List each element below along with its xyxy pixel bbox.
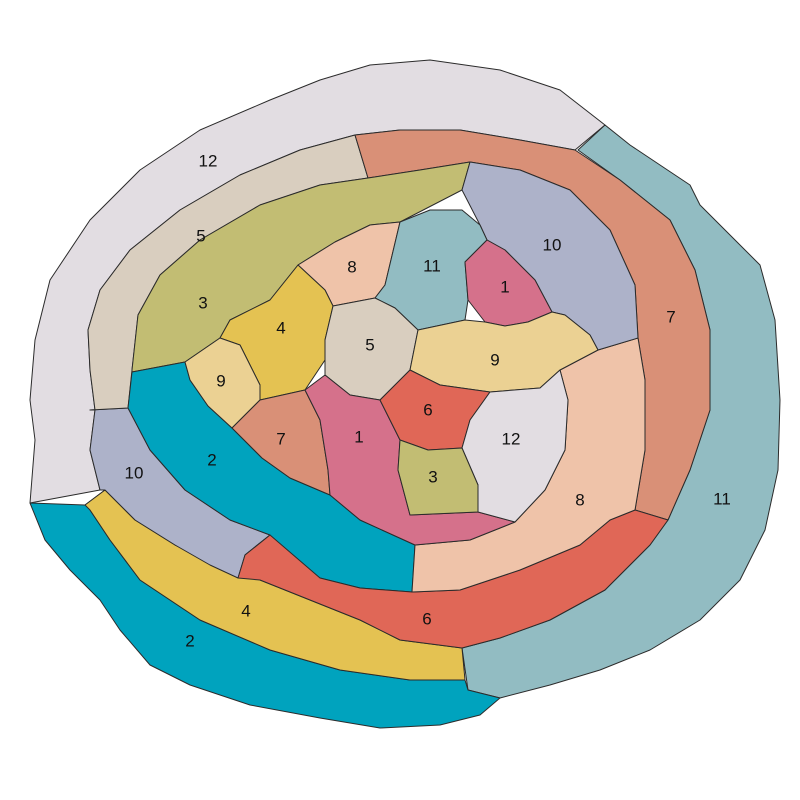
label-10-band: 10: [125, 463, 144, 482]
label-3-ring: 3: [198, 293, 207, 312]
label-9-right: 9: [490, 350, 499, 369]
label-1-inner: 1: [500, 277, 509, 296]
label-11-inner: 11: [423, 256, 441, 275]
region-3-center: [397, 439, 479, 516]
label-5-ring: 5: [196, 226, 205, 245]
region-labels: 12 11 2 4 10 5 7 3 2 6 8 10 8 11 1 4 5 9…: [125, 151, 731, 650]
label-8-inner: 8: [347, 257, 356, 276]
label-3-center: 3: [428, 467, 437, 486]
label-12-outer: 12: [199, 151, 218, 170]
label-8-ring: 8: [575, 490, 584, 509]
label-12-center: 12: [502, 429, 521, 448]
label-4-inner: 4: [276, 318, 285, 337]
label-4-band: 4: [241, 601, 250, 620]
label-6-center: 6: [423, 400, 432, 419]
label-7-inner: 7: [276, 429, 285, 448]
label-6-ring: 6: [422, 609, 431, 628]
label-1-center: 1: [354, 427, 363, 446]
label-7-ring: 7: [666, 307, 675, 326]
label-5-inner: 5: [365, 335, 374, 354]
region-12-center: [461, 369, 569, 523]
label-10-upper: 10: [543, 235, 562, 254]
label-9-left: 9: [216, 371, 225, 390]
label-2-middle: 2: [207, 450, 216, 469]
label-11-outer: 11: [713, 489, 731, 508]
label-2-outer: 2: [185, 631, 194, 650]
